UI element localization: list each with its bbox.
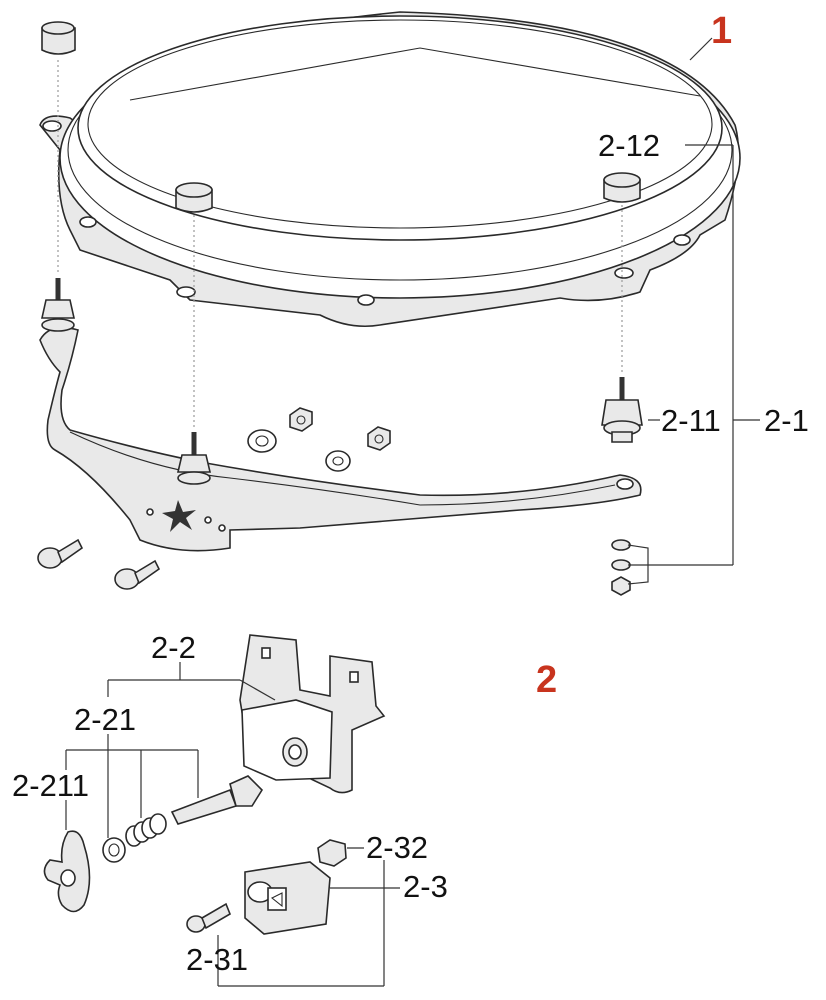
rail-body (39, 326, 642, 552)
wing-nut-2-211 (43, 830, 91, 913)
group-label-1: 1 (711, 10, 732, 52)
vibration-mount-2-11 (601, 377, 643, 443)
label-2-1: 2-1 (764, 403, 809, 438)
hex-nut-2-32 (317, 839, 347, 867)
washer-1 (247, 429, 277, 453)
label-2-31: 2-31 (186, 942, 248, 977)
spring (125, 813, 167, 847)
group-label-2: 2 (536, 659, 557, 701)
label-2-2: 2-2 (151, 630, 196, 665)
rubber-grommet-left (41, 21, 76, 55)
label-2-211: 2-211 (12, 768, 89, 803)
label-2-12: 2-12 (598, 128, 660, 163)
rail-end-hole (616, 478, 634, 490)
hex-nut-2 (367, 426, 391, 451)
clamp-block-2-3 (244, 861, 331, 935)
stud-center (176, 432, 212, 485)
label-2-11: 2-11 (661, 403, 721, 438)
hoop-slot (129, 47, 701, 101)
drum-hoop (39, 11, 741, 328)
threaded-rod-2-21 (170, 775, 264, 825)
label-2-21: 2-21 (74, 702, 136, 737)
screw-2-31 (186, 902, 231, 933)
rubber-grommet-center (175, 182, 213, 213)
star-logo-icon (162, 500, 196, 532)
screw-1 (37, 538, 84, 569)
washer-2-21 (102, 837, 126, 863)
leader-lines (65, 37, 760, 987)
washer-2 (325, 450, 351, 472)
washer-stack (611, 539, 631, 596)
label-2-32: 2-32 (366, 830, 428, 865)
screw-2 (114, 559, 161, 590)
label-2-3: 2-3 (403, 869, 448, 904)
clamp-bracket-2-2 (239, 634, 386, 794)
rubber-grommet-right (603, 172, 641, 203)
hoop-top-ring-inner (87, 19, 713, 229)
hex-nut-1 (289, 407, 313, 432)
flange-holes (42, 120, 691, 306)
mounting-rail (39, 326, 642, 552)
stud-left (41, 278, 75, 332)
